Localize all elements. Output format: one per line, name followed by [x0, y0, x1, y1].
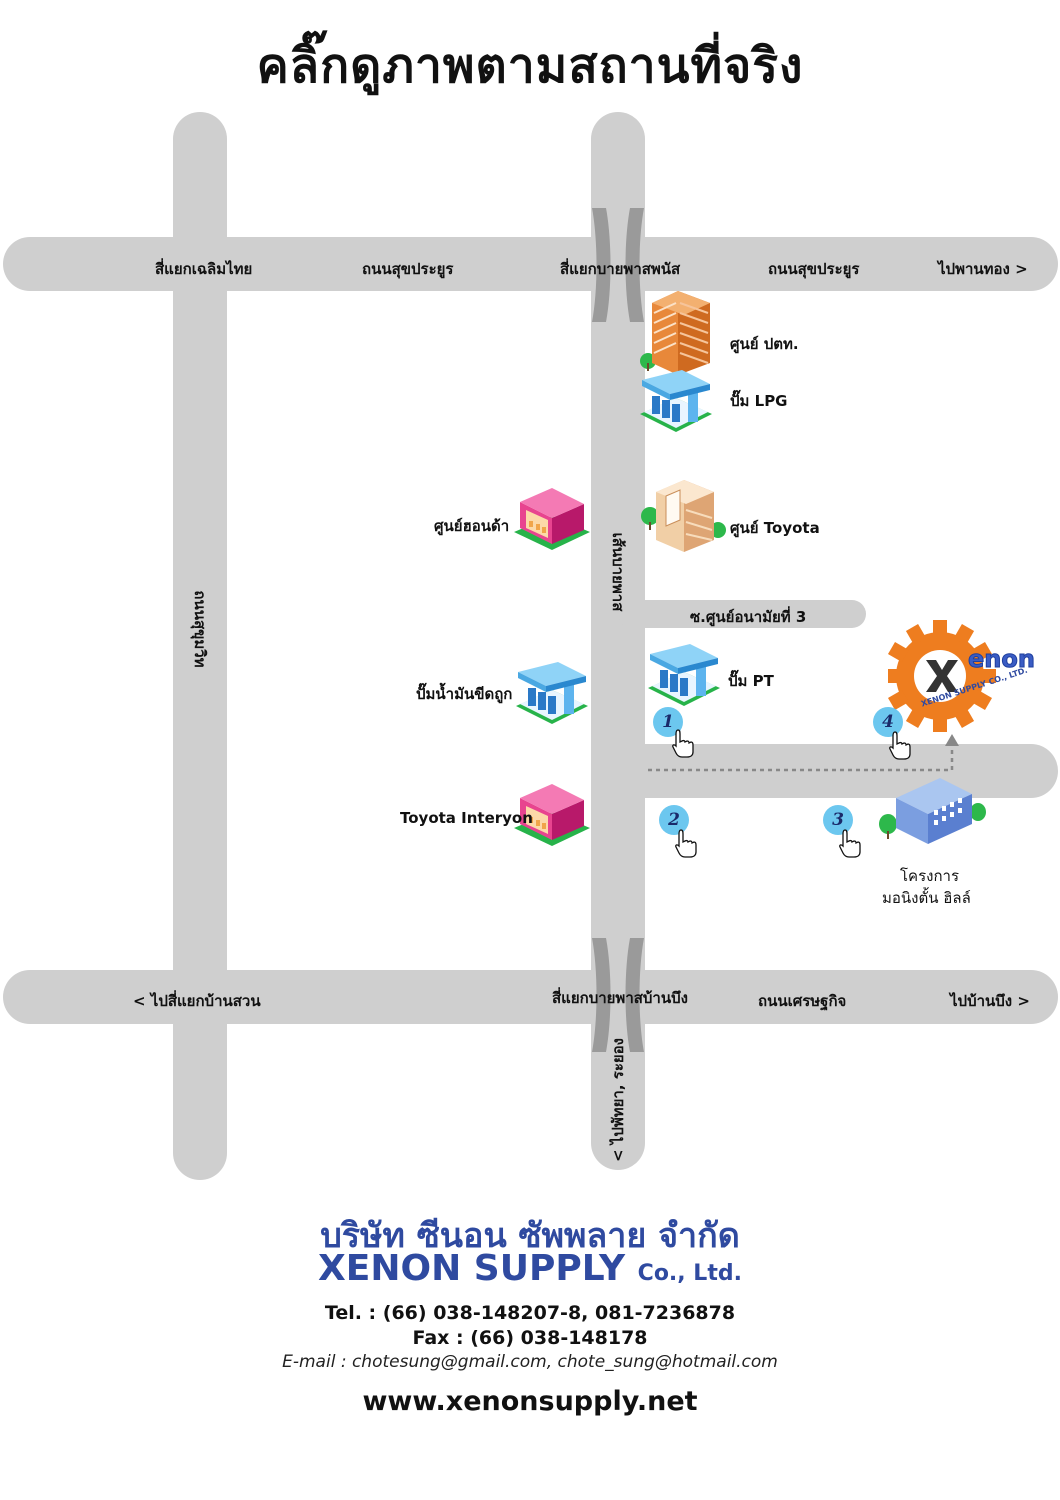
hand-cursor-icon	[889, 731, 911, 760]
label-project-2: มอนิงตั้น ฮิลล์	[882, 889, 971, 907]
label-project-1: โครงการ	[900, 867, 960, 885]
xenon-logo-icon[interactable]	[888, 618, 1033, 736]
page-title: คลิ๊กดูภาพตามสถานที่จริง	[256, 38, 804, 94]
hand-cursor-icon	[672, 729, 694, 758]
label-toyota-interyon: Toyota Interyon	[400, 809, 533, 827]
route-line	[648, 734, 959, 772]
label-pt: ปั๊ม PT	[728, 672, 774, 690]
company-name-thai: บริษัท ซีนอน ซัพพลาย จำกัด	[320, 1216, 740, 1256]
label-toyota-center: ศูนย์ Toyota	[730, 519, 820, 537]
company-name-eng-suffix: Co., Ltd.	[637, 1261, 742, 1286]
road-bottom	[3, 970, 1058, 1024]
label-bypass-phanat: สี่แยกบายพาสพนัส	[560, 260, 681, 278]
mall-icon[interactable]	[512, 488, 592, 552]
ptt-tower-icon[interactable]	[638, 283, 718, 378]
label-mall: ศูนย์ฮอนด้า	[434, 517, 510, 535]
contact-fax: Fax : (66) 038-148178	[412, 1327, 648, 1349]
label-chalermthai: สี่แยกเฉลิมไทย	[155, 260, 253, 278]
pin-4[interactable]: 4	[873, 707, 903, 737]
project-building-icon[interactable]	[878, 776, 988, 848]
label-to-banbueng: ไปบ้านบึง >	[950, 992, 1030, 1010]
overpass-top	[592, 208, 644, 322]
label-setthakit: ถนนเศรษฐกิจ	[758, 992, 847, 1010]
lpg-station-icon[interactable]	[638, 368, 714, 434]
label-sukprayoon-1: ถนนสุขประยูร	[362, 260, 454, 278]
label-to-phanthong: ไปพานทอง >	[938, 260, 1028, 278]
label-soi: ซ.ศูนย์อนามัยที่ 3	[690, 608, 807, 626]
hand-cursor-icon	[675, 829, 697, 858]
website-link[interactable]: www.xenonsupply.net	[362, 1386, 698, 1417]
label-gas-left: ปั๊มน้ำมันขีดถูก	[416, 685, 513, 703]
label-lpg: ปั๊ม LPG	[730, 392, 788, 410]
road-top	[3, 237, 1058, 291]
toyota-center-icon[interactable]	[638, 470, 728, 555]
road-soi	[618, 600, 866, 628]
contact-email[interactable]: E-mail : chotesung@gmail.com, chote_sung…	[282, 1352, 778, 1372]
pin-2[interactable]: 2	[659, 805, 689, 835]
label-bypass-banbueng: สี่แยกบายพาสบ้านบึง	[552, 989, 688, 1007]
toyota-interyon-icon[interactable]	[512, 784, 592, 848]
label-to-bansuan: < ไปสี่แยกบ้านสวน	[133, 992, 261, 1010]
label-sukhumvit: ถนนสุขุมวิท	[191, 590, 209, 668]
label-sukprayoon-2: ถนนสุขประยูร	[768, 260, 860, 278]
gas-station-left-icon[interactable]	[514, 660, 590, 726]
label-ptt-center: ศูนย์ ปตท.	[730, 335, 799, 353]
contact-tel: Tel. : (66) 038-148207-8, 081-7236878	[324, 1302, 736, 1324]
pin-3[interactable]: 3	[823, 805, 853, 835]
company-name-eng-main: XENON SUPPLY	[318, 1248, 626, 1289]
overpass-bottom	[592, 938, 644, 1052]
label-bypass: เส้นบายพาส	[609, 532, 627, 612]
pt-station-icon[interactable]	[646, 642, 722, 708]
xenon-logo-brand: enon	[968, 645, 1036, 674]
label-to-pattaya: < ไปพัทยา, ระยอง	[609, 1038, 627, 1162]
company-name-eng: XENON SUPPLY Co., Ltd.	[0, 1248, 1060, 1289]
hand-cursor-icon	[839, 829, 861, 858]
